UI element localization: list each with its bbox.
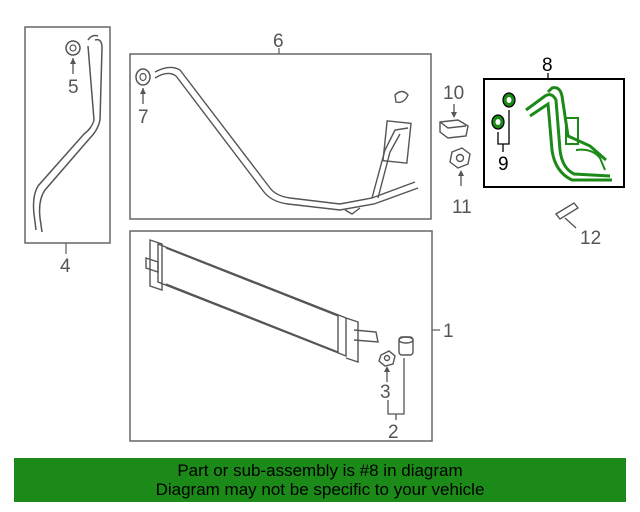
group-box-8 <box>483 78 625 188</box>
part-info-banner: Part or sub-assembly is #8 in diagram Di… <box>14 458 626 502</box>
plug-part-3[interactable] <box>378 350 396 367</box>
seal-part-9a[interactable] <box>502 92 516 108</box>
callout-4[interactable]: 4 <box>60 256 71 277</box>
banner-line-2: Diagram may not be specific to your vehi… <box>155 480 485 499</box>
group-box-4 <box>24 26 111 244</box>
callout-2[interactable]: 2 <box>388 422 399 443</box>
callout-7[interactable]: 7 <box>138 107 149 128</box>
callout-8[interactable]: 8 <box>542 55 553 76</box>
callout-1[interactable]: 1 <box>443 321 454 342</box>
callout-10[interactable]: 10 <box>443 83 464 104</box>
group-box-6 <box>129 53 432 220</box>
callout-11[interactable]: 11 <box>452 197 472 218</box>
washer-part-5[interactable] <box>65 40 81 56</box>
callout-3[interactable]: 3 <box>380 382 391 403</box>
banner-line-1: Part or sub-assembly is #8 in diagram <box>177 461 463 480</box>
pin-part-12[interactable] <box>554 202 580 220</box>
hose-assembly-part-8[interactable] <box>525 86 612 182</box>
callout-9[interactable]: 9 <box>498 154 509 175</box>
line-assembly-part-6[interactable] <box>154 66 419 215</box>
nut-part-11[interactable] <box>449 147 471 169</box>
cooler-core-part-1[interactable] <box>145 239 379 363</box>
bracket-part-2[interactable] <box>398 336 414 356</box>
washer-part-7[interactable] <box>135 68 151 86</box>
group-box-1 <box>129 230 433 442</box>
hose-part-4[interactable] <box>32 34 103 233</box>
callout-12[interactable]: 12 <box>580 228 601 249</box>
clip-part-10[interactable] <box>439 119 469 139</box>
callout-5[interactable]: 5 <box>68 77 79 98</box>
seal-part-9b[interactable] <box>491 114 505 130</box>
callout-6[interactable]: 6 <box>273 31 284 52</box>
